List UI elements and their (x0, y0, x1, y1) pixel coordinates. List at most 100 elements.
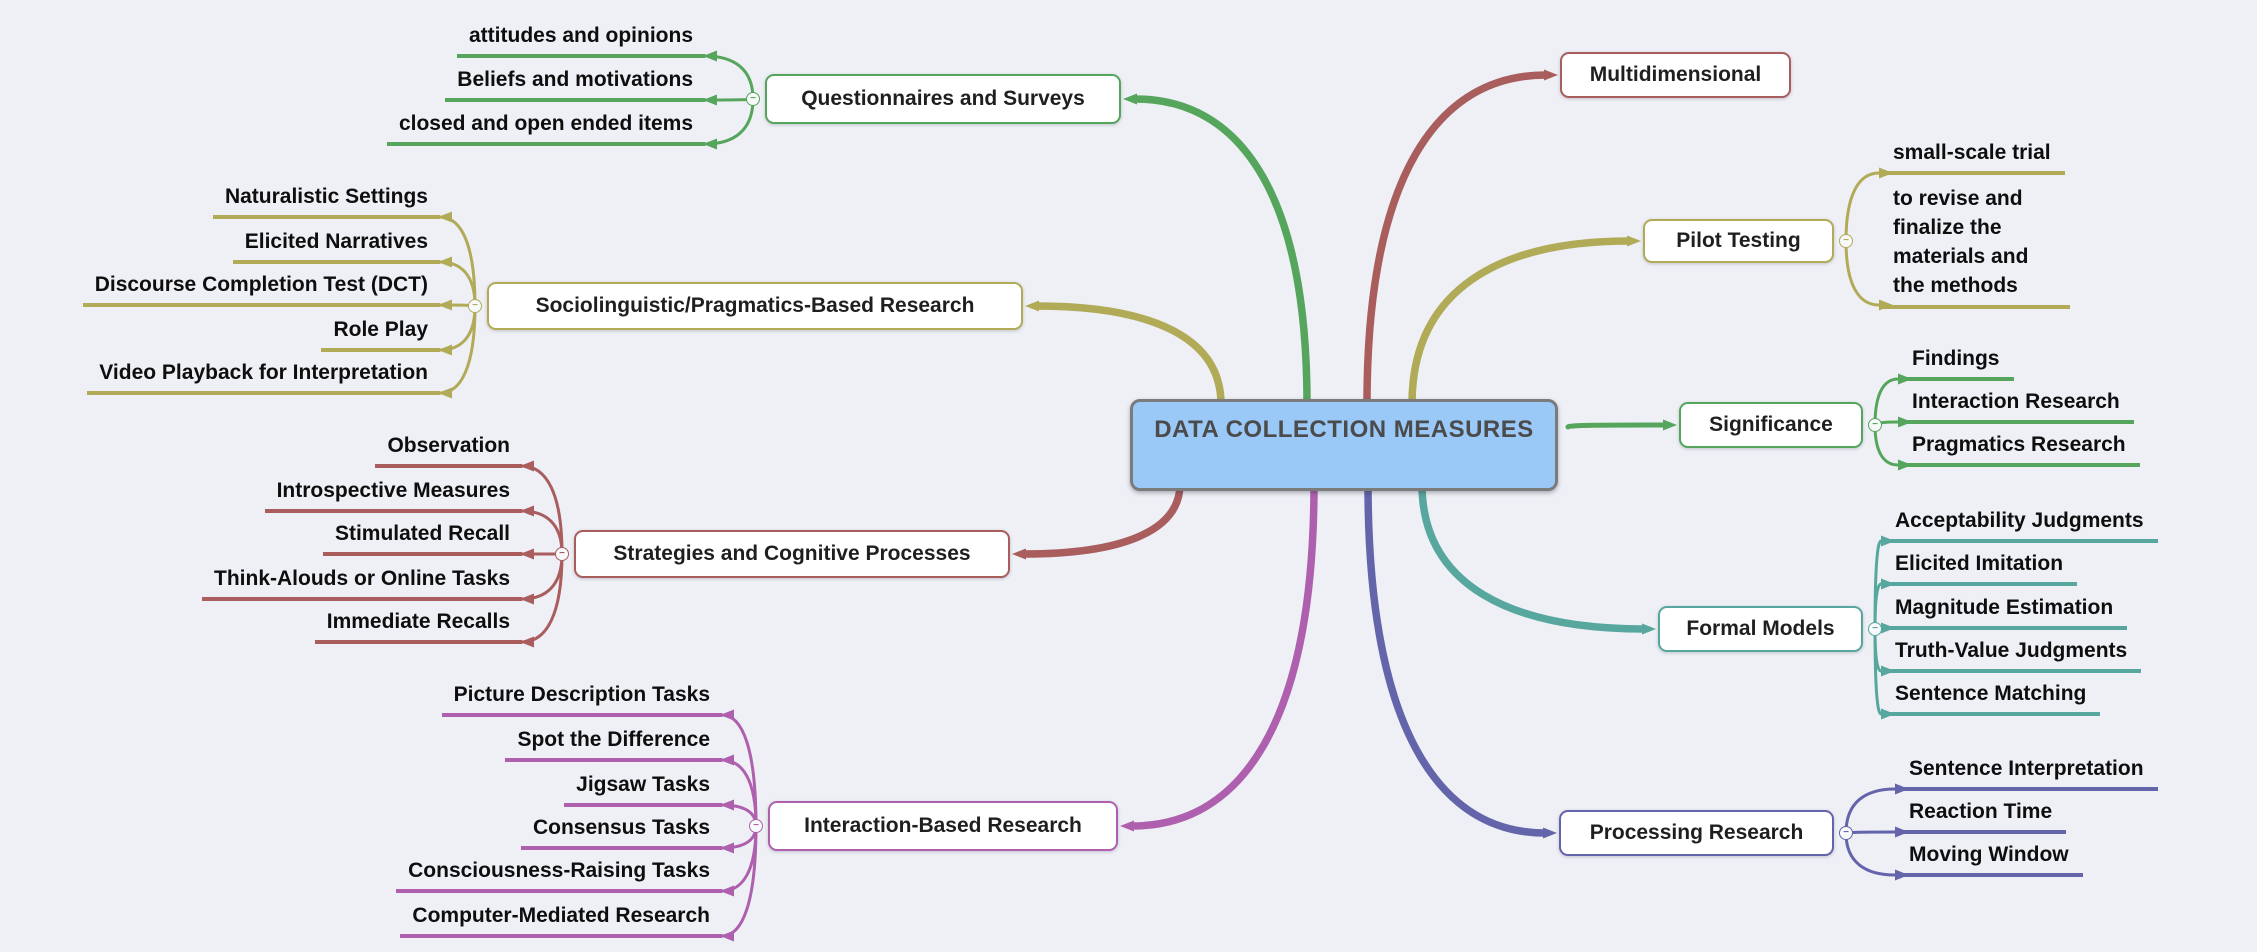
branch-node-label: Formal Models (1686, 617, 1835, 640)
child-topic-sociolinguistic-1[interactable]: Elicited Narratives (232, 224, 440, 264)
arrowhead-icon (703, 94, 717, 106)
child-topic-processing-2[interactable]: Moving Window (1895, 837, 2083, 877)
child-topic-strategies-0[interactable]: Observation (375, 428, 522, 468)
child-topic-questionnaires-0[interactable]: attitudes and opinions (457, 18, 705, 58)
edge-root-to-significance (1565, 422, 1668, 430)
child-topic-formal-3[interactable]: Truth-Value Judgments (1881, 633, 2142, 673)
bracket-interaction-5 (720, 824, 758, 938)
child-topic-formal-0[interactable]: Acceptability Judgments (1881, 503, 2158, 543)
branch-node-processing[interactable]: Processing Research (1559, 810, 1834, 856)
arrowhead-icon (438, 256, 452, 268)
collapse-toggle-formal[interactable]: − (1868, 622, 1882, 636)
child-topic-interaction-2[interactable]: Jigsaw Tasks (564, 767, 722, 807)
collapse-toggle-significance[interactable]: − (1868, 418, 1882, 432)
arrowhead-icon (1012, 548, 1026, 560)
branch-node-label: Processing Research (1589, 821, 1804, 844)
child-topic-significance-1[interactable]: Interaction Research (1898, 384, 2134, 424)
arrowhead-icon (438, 387, 452, 399)
child-topic-sociolinguistic-3[interactable]: Role Play (321, 312, 440, 352)
arrowhead-icon (1123, 93, 1137, 105)
edge-root-to-formal (1418, 480, 1648, 633)
branch-node-multidimensional[interactable]: Multidimensional (1560, 52, 1791, 98)
collapse-toggle-interaction[interactable]: − (749, 819, 763, 833)
branch-node-questionnaires[interactable]: Questionnaires and Surveys (765, 74, 1121, 124)
bracket-sociolinguistic-3 (438, 304, 477, 352)
branch-node-interaction[interactable]: Interaction-Based Research (768, 801, 1118, 851)
child-topic-strategies-4[interactable]: Immediate Recalls (314, 604, 522, 644)
child-topic-interaction-0[interactable]: Picture Description Tasks (441, 677, 722, 717)
arrowhead-icon (1120, 820, 1134, 832)
child-topic-significance-0[interactable]: Findings (1898, 341, 2014, 381)
child-topic-processing-1[interactable]: Reaction Time (1895, 794, 2067, 834)
arrowhead-icon (520, 593, 534, 605)
branch-node-label: Sociolinguistic/Pragmatics-Based Researc… (535, 294, 975, 317)
child-topic-line: materials and (1893, 245, 2029, 268)
edge-root-to-questionnaires (1131, 95, 1311, 408)
bracket-processing-0 (1844, 787, 1897, 835)
arrowhead-icon (438, 344, 452, 356)
child-topic-line: the methods (1893, 274, 2018, 297)
bracket-formal-1 (1873, 582, 1883, 631)
child-topic-questionnaires-2[interactable]: closed and open ended items (386, 106, 705, 146)
child-topic-pilot-0[interactable]: small-scale trial (1879, 135, 2065, 175)
child-topic-strategies-1[interactable]: Introspective Measures (264, 473, 522, 513)
child-topic-formal-4[interactable]: Sentence Matching (1881, 676, 2101, 716)
collapse-toggle-processing[interactable]: − (1839, 826, 1853, 840)
branch-node-significance[interactable]: Significance (1679, 402, 1863, 448)
child-topic-strategies-2[interactable]: Stimulated Recall (322, 516, 522, 556)
child-topic-formal-2[interactable]: Magnitude Estimation (1881, 590, 2128, 630)
arrowhead-icon (720, 754, 734, 766)
arrowhead-icon (720, 709, 734, 721)
arrowhead-icon (438, 299, 452, 311)
root-node-label: DATA COLLECTION MEASURES (1154, 416, 1534, 443)
edge-root-to-sociolinguistic (1033, 302, 1225, 408)
bracket-sociolinguistic-1 (438, 260, 477, 308)
bracket-interaction-0 (720, 713, 758, 828)
child-topic-interaction-1[interactable]: Spot the Difference (505, 722, 722, 762)
branch-node-pilot[interactable]: Pilot Testing (1643, 219, 1834, 263)
edge-root-to-strategies (1020, 480, 1184, 558)
bracket-pilot-1 (1844, 239, 1881, 307)
branch-node-sociolinguistic[interactable]: Sociolinguistic/Pragmatics-Based Researc… (487, 282, 1023, 330)
collapse-toggle-strategies[interactable]: − (555, 547, 569, 561)
child-topic-sociolinguistic-0[interactable]: Naturalistic Settings (212, 179, 440, 219)
bracket-processing-1 (1844, 830, 1897, 835)
child-topic-questionnaires-1[interactable]: Beliefs and motivations (445, 62, 705, 102)
arrowhead-icon (703, 138, 717, 150)
bracket-strategies-1 (520, 509, 564, 556)
bracket-interaction-1 (720, 758, 758, 828)
branch-node-label: Significance (1709, 413, 1833, 436)
arrowhead-icon (520, 636, 534, 648)
collapse-toggle-questionnaires[interactable]: − (746, 92, 760, 106)
root-node[interactable]: DATA COLLECTION MEASURES (1130, 399, 1558, 491)
edge-root-to-pilot (1408, 237, 1633, 408)
child-topic-interaction-3[interactable]: Consensus Tasks (520, 810, 722, 850)
child-topic-significance-2[interactable]: Pragmatics Research (1898, 427, 2140, 467)
child-topic-interaction-5[interactable]: Computer-Mediated Research (400, 898, 722, 938)
collapse-toggle-pilot[interactable]: − (1839, 234, 1853, 248)
bracket-strategies-3 (520, 552, 564, 601)
arrowhead-icon (720, 799, 734, 811)
branch-node-strategies[interactable]: Strategies and Cognitive Processes (574, 530, 1010, 578)
branch-node-label: Strategies and Cognitive Processes (613, 542, 971, 565)
child-topic-strategies-3[interactable]: Think-Alouds or Online Tasks (202, 561, 522, 601)
arrowhead-icon (1025, 300, 1039, 312)
edge-root-to-processing (1364, 480, 1549, 837)
arrowhead-icon (720, 842, 734, 854)
bracket-processing-2 (1844, 831, 1897, 877)
child-topic-processing-0[interactable]: Sentence Interpretation (1895, 751, 2158, 791)
child-topic-formal-1[interactable]: Elicited Imitation (1881, 546, 2078, 586)
child-topic-interaction-4[interactable]: Consciousness-Raising Tasks (396, 853, 722, 893)
bracket-formal-4 (1873, 627, 1883, 716)
child-topic-sociolinguistic-4[interactable]: Video Playback for Interpretation (87, 355, 440, 395)
branch-node-label: Multidimensional (1589, 63, 1762, 86)
arrowhead-icon (1544, 69, 1558, 81)
branch-node-formal[interactable]: Formal Models (1658, 606, 1863, 652)
arrowhead-icon (720, 885, 734, 897)
child-topic-sociolinguistic-2[interactable]: Discourse Completion Test (DCT) (82, 267, 440, 307)
branch-node-label: Questionnaires and Surveys (801, 87, 1085, 110)
collapse-toggle-sociolinguistic[interactable]: − (468, 299, 482, 313)
arrowhead-icon (1663, 419, 1677, 431)
arrowhead-icon (438, 211, 452, 223)
